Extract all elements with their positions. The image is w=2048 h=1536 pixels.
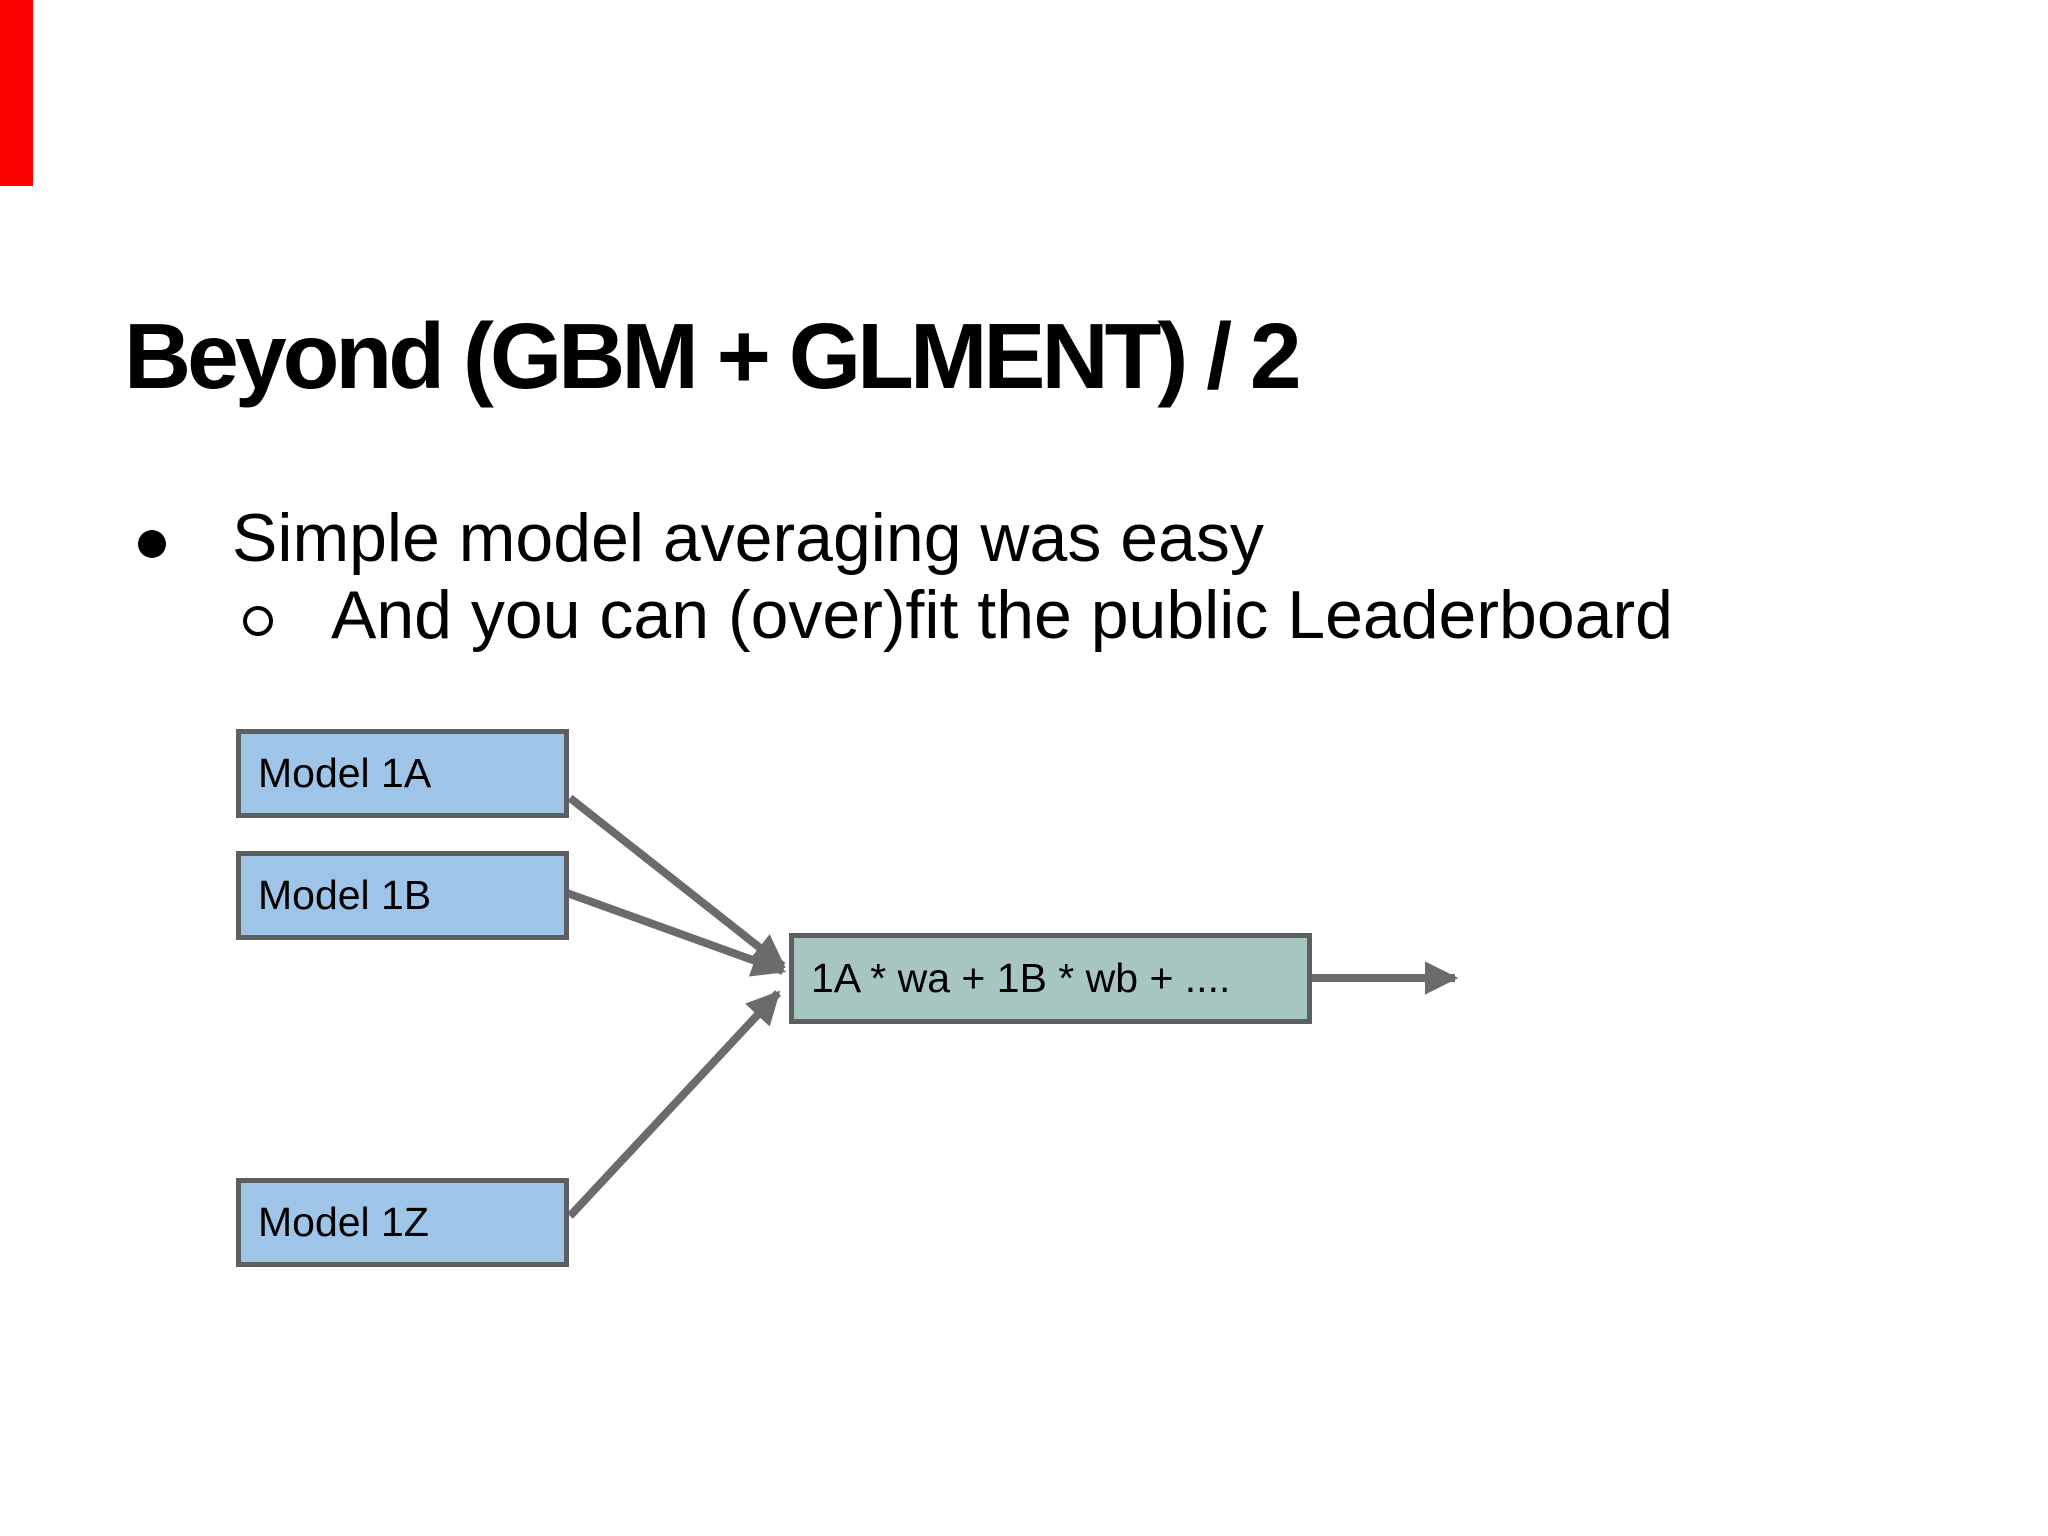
- sub-bullet-item: And you can (over)fit the public Leaderb…: [331, 577, 1673, 653]
- model-1b-node: Model 1B: [236, 851, 569, 940]
- model-1a-node: Model 1A: [236, 729, 569, 818]
- model-1a-label: Model 1A: [258, 750, 432, 796]
- bullet-dot-icon: [138, 530, 166, 558]
- arrow-model-1b-to-ensemble: [565, 889, 787, 977]
- bullet-item: Simple model averaging was easy: [232, 500, 1264, 576]
- model-1b-label: Model 1B: [258, 872, 432, 918]
- ensemble-node: 1A * wa + 1B * wb + ....: [789, 933, 1312, 1024]
- arrow-model-1a-to-ensemble: [567, 794, 786, 970]
- red-marker: [0, 0, 33, 186]
- slide-title: Beyond (GBM + GLMENT) / 2: [124, 304, 1302, 408]
- bullet-circle-icon: [243, 606, 273, 636]
- model-1z-node: Model 1Z: [236, 1178, 569, 1267]
- ensemble-label: 1A * wa + 1B * wb + ....: [811, 955, 1231, 1001]
- arrow-model-1z-to-ensemble: [567, 990, 781, 1219]
- model-1z-label: Model 1Z: [258, 1199, 429, 1245]
